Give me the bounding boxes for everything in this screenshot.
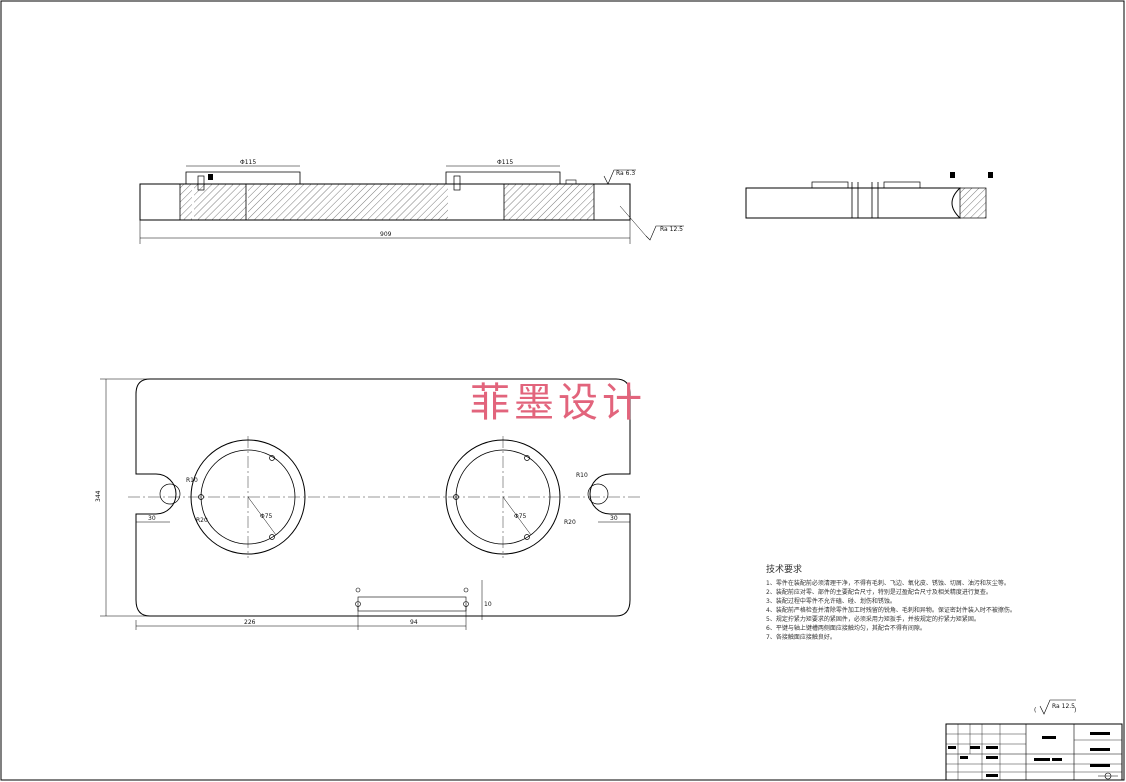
roughness-top: Ra 6.3 (616, 170, 635, 177)
note-item: 6、平键与轴上键槽两侧面应接触均匀，其配合不得有间隙。 (766, 625, 926, 632)
note-item: 3、装配过程中零件不允许磕、碰、划伤和锈蚀。 (766, 598, 896, 605)
note-item: 5、规定拧紧力矩要求的紧固件，必须采用力矩扳手，并按规定的拧紧力矩紧固。 (766, 616, 980, 623)
roughness-side: Ra 12.5 (660, 226, 683, 233)
dim-hole-pos: 226 (244, 619, 256, 626)
label-r-inner-left: R10 (186, 477, 198, 484)
label-r-right: R20 (564, 519, 576, 526)
roughness-general: Ra 12.5 (1052, 703, 1075, 710)
dim-slot-left: Φ115 (240, 159, 256, 166)
dim-small-v: 10 (484, 601, 492, 608)
title-block (945, 723, 1123, 781)
dim-hole-spacing: 94 (410, 619, 418, 626)
general-roughness: ( Ra 12.5 ) (1034, 699, 1076, 715)
technical-requirements: 技术要求 1、零件在装配前必须清理干净，不得有毛刺、飞边、氧化皮、锈蚀、切屑、油… (766, 562, 1016, 642)
note-item: 4、装配前严格检查并清除零件加工时残留的锐角、毛刺和异物。保证密封件装入时不被擦… (766, 607, 1016, 614)
dim-slot-right: Φ115 (497, 159, 513, 166)
section-view: 909 Φ115 Φ115 Ra 6.3 Ra 12.5 (139, 159, 684, 244)
watermark: 菲墨设计 (470, 380, 646, 426)
dim-width-top: 909 (380, 231, 392, 238)
dim-height-plan: 344 (95, 490, 102, 502)
notes-title: 技术要求 (766, 565, 803, 575)
note-item: 1、零件在装配前必须清理干净，不得有毛刺、飞边、氧化皮、锈蚀、切屑、油污和灰尘等… (766, 580, 1010, 587)
label-r-inner-right: R10 (576, 472, 588, 479)
svg-text:): ) (1074, 707, 1076, 714)
svg-text:(: ( (1034, 707, 1036, 714)
dim-offset-right: 30 (610, 515, 618, 522)
note-item: 7、各接触面应接触良好。 (766, 634, 836, 641)
end-view (745, 172, 993, 219)
label-r-left: R20 (196, 517, 208, 524)
label-circle-right: Φ75 (514, 513, 527, 520)
plan-view: 344 30 30 226 94 10 R20 R20 R10 R10 Φ75 … (95, 378, 640, 630)
label-circle-left: Φ75 (260, 513, 273, 520)
dim-offset-left: 30 (148, 515, 156, 522)
note-item: 2、装配前应对零、部件的主要配合尺寸，特别是过盈配合尺寸及相关精度进行复查。 (766, 589, 992, 596)
